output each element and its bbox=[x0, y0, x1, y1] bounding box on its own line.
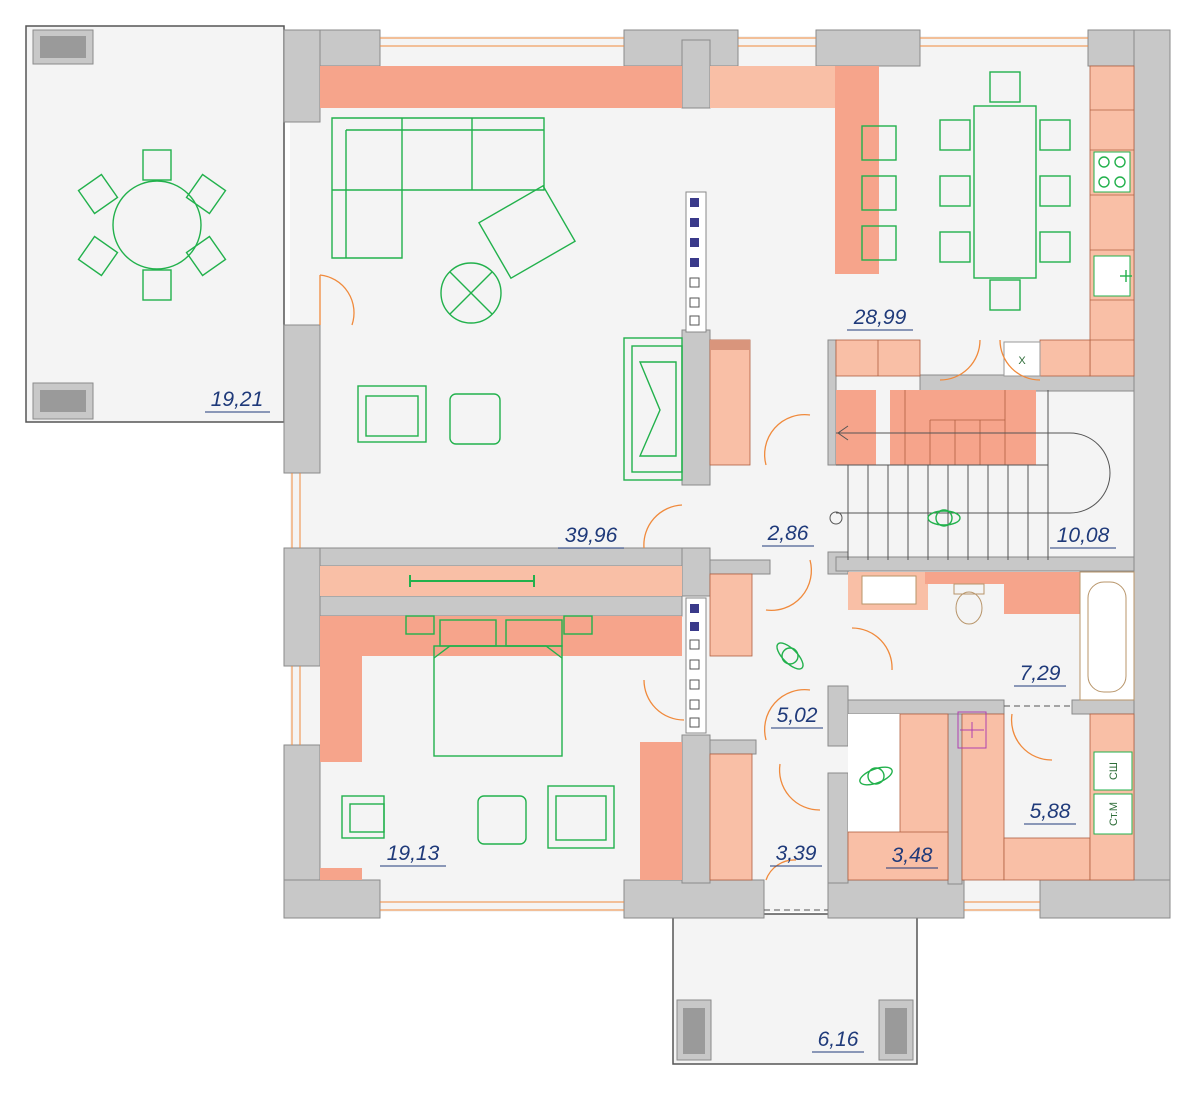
area-kitchen: 28,99 bbox=[853, 306, 907, 329]
round-table bbox=[77, 149, 227, 301]
toilet bbox=[953, 583, 985, 625]
bedroom bbox=[320, 597, 707, 880]
armchair-rotated bbox=[478, 184, 576, 280]
porch-bottom bbox=[672, 913, 918, 1065]
living-room bbox=[320, 66, 707, 596]
bathtub bbox=[1079, 571, 1135, 701]
kitchen-sink bbox=[1093, 255, 1132, 297]
exterior-walls bbox=[283, 29, 1171, 919]
stair-steps bbox=[829, 390, 1111, 560]
fireplace bbox=[623, 337, 683, 481]
corner-sofa bbox=[331, 117, 545, 259]
area-corridor: 5,02 bbox=[777, 704, 818, 727]
area-bathroom: 7,29 bbox=[1020, 662, 1061, 685]
interior-walls bbox=[319, 39, 1135, 885]
kitchen-dining: X bbox=[710, 65, 1135, 377]
person-stairs bbox=[927, 509, 961, 527]
dryer-label: СШ bbox=[1108, 762, 1120, 780]
area-living: 39,96 bbox=[565, 524, 618, 547]
area-laundry: 5,88 bbox=[1030, 800, 1071, 823]
appliance-box-label: X bbox=[1018, 355, 1026, 367]
wardrobe-rail bbox=[409, 575, 535, 587]
armchair bbox=[357, 385, 427, 443]
door-swings bbox=[283, 128, 1072, 911]
bedroom-armchair-right bbox=[547, 785, 615, 849]
dining-table bbox=[939, 71, 1071, 311]
coffee-table bbox=[440, 262, 502, 324]
terrace-left bbox=[25, 25, 285, 423]
staircase bbox=[709, 339, 1111, 560]
person-toilet bbox=[859, 766, 893, 786]
cooktop bbox=[1093, 151, 1131, 193]
double-bed bbox=[405, 615, 593, 757]
bathroom bbox=[848, 571, 1135, 701]
area-staircase: 10,08 bbox=[1057, 524, 1110, 547]
area-vestibule: 3,39 bbox=[776, 842, 817, 865]
area-toilet: 3,48 bbox=[892, 844, 933, 867]
ventilation-ducts bbox=[685, 191, 707, 333]
toilet-room bbox=[847, 713, 949, 881]
bedroom-ducts bbox=[685, 597, 707, 734]
dryer: СШ bbox=[1093, 751, 1133, 791]
bar-stools bbox=[861, 125, 897, 261]
bedroom-armchair-left bbox=[341, 795, 385, 839]
bedroom-pouf bbox=[477, 795, 527, 845]
area-bedroom: 19,13 bbox=[387, 842, 440, 865]
area-labels: 19,21 39,96 28,99 2,86 10,08 7,29 5,02 1… bbox=[205, 306, 1116, 1053]
area-terrace: 19,21 bbox=[211, 388, 264, 411]
pouf bbox=[449, 393, 501, 445]
corridor bbox=[709, 573, 804, 881]
person-corridor bbox=[776, 642, 804, 670]
washer: Ст.М bbox=[1093, 793, 1133, 835]
area-porch: 6,16 bbox=[818, 1028, 859, 1051]
area-hall: 2,86 bbox=[767, 522, 809, 545]
washer-label: Ст.М bbox=[1108, 802, 1120, 826]
wall-sink bbox=[957, 711, 987, 749]
laundry: СШ Ст.М bbox=[957, 711, 1135, 881]
